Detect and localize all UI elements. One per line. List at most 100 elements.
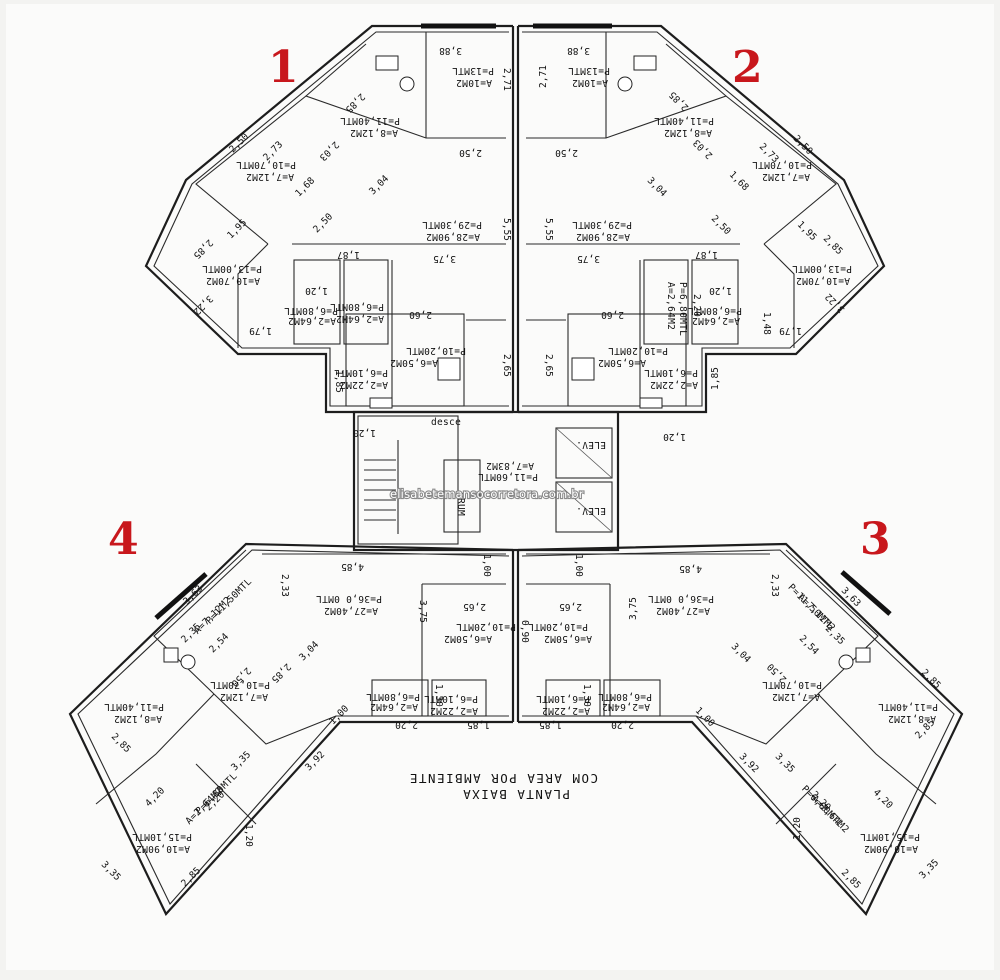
- unit-1-suite-area: A=8,12M2: [350, 127, 398, 138]
- unit-2-bath-perimeter: P=6,80MTL: [688, 305, 742, 316]
- dim-u-14b: 3,22: [823, 291, 847, 315]
- dim-l-4b: 1,00: [573, 554, 584, 577]
- dim-l-2: 2,33: [279, 574, 290, 597]
- unit-3-bed1-area: A=10,90M2: [864, 843, 918, 854]
- dim-u-10b: 2,50: [709, 213, 733, 237]
- dim-u-22b: 1,20: [663, 431, 686, 442]
- dim-u-3: 2,85: [343, 91, 367, 115]
- unit-4-suite-area: A=8,12M2: [114, 713, 162, 724]
- hall-area-label: A=7,83M2: [486, 460, 534, 471]
- dim-l-10b: 3,04: [729, 641, 753, 665]
- unit-2-wc-area: A=2,64M2: [665, 282, 676, 330]
- unit-4-bed1-perimeter: P=15,10MTL: [132, 831, 192, 842]
- unit-4-living-perimeter: P=36,0 0MTL: [316, 593, 382, 604]
- dim-u-2b: 2,71: [538, 65, 549, 88]
- unit-1-balcony-area: A=10M2: [456, 77, 492, 88]
- dim-l-15b: 3,92: [737, 751, 761, 775]
- unit-2-suite-perimeter: P=11,40MTL: [654, 115, 714, 126]
- dim-l-23b: 1,30: [581, 684, 592, 707]
- dim-u-4b: 2,03: [691, 137, 715, 161]
- unit-4-bed2-perimeter: P=10,70MTL: [210, 679, 270, 690]
- unit-2-suite-area: A=8,12M2: [664, 127, 712, 138]
- unit-3-bed2-perimeter: P=10,70MTL: [762, 679, 822, 690]
- dim-l-15: 3,92: [303, 749, 327, 773]
- stair-label: desce: [431, 417, 461, 428]
- hall-perimeter-label: P=11,60MTL: [478, 471, 538, 482]
- dim-l-1b: 4,85: [679, 563, 702, 574]
- unit-2-kitchen-area: A=6,50M2: [598, 357, 646, 368]
- unit-1-service-perimeter: P=6,10MTL: [334, 367, 388, 378]
- unit-2-bed2-perimeter: P=10,70MTL: [752, 159, 812, 170]
- floor-plan-sheet: desce ELEV. ELEV. A=7,83M2 P=11,60MTL PR…: [6, 4, 994, 970]
- unit-3-living-perimeter: P=36,0 0MTL: [648, 593, 714, 604]
- dim-l-1: 4,85: [341, 561, 364, 572]
- dim-u-8b: 1,68: [727, 169, 751, 193]
- unit-2-bed1-area: A=10,70M2: [796, 275, 850, 286]
- unit-2-balcony-area: A=10M2: [572, 77, 608, 88]
- dim-u-10: 2,50: [311, 211, 335, 235]
- unit-1-kitchen-area: A=6,50M2: [390, 357, 438, 368]
- watermark: elisabetemansocorretora.com.br: [390, 487, 584, 501]
- upper-wing-walls: [144, 23, 886, 414]
- dim-u-12: 1,95: [225, 217, 249, 241]
- unit-1-bath-area: A=2,64M2: [288, 315, 336, 326]
- unit-2-kitchen-perimeter: P=10,20MTL: [608, 345, 668, 356]
- unit-3-room-labels: A=27,40M2 P=36,0 0MTL A=6,50M2 P=10,20MT…: [528, 582, 938, 854]
- dim-l-24: 0,90: [519, 620, 530, 643]
- dim-u-19b: 2,60: [601, 309, 624, 320]
- unit-4-service-perimeter: P=6,10MTL: [424, 693, 478, 704]
- unit-3-bed2-area: A=7,12M2: [772, 691, 820, 702]
- unit-number-1: 1: [268, 42, 299, 93]
- dim-l-23: 1,30: [433, 684, 444, 707]
- dim-l-21b: 2,20: [611, 719, 634, 730]
- dim-l-2b: 2,33: [769, 574, 780, 597]
- dim-u-1: 3,88: [439, 45, 462, 56]
- unit-4-bed2-area: A=7,12M2: [220, 691, 268, 702]
- dim-u-15b: 1,79: [779, 325, 802, 336]
- dim-u-16: 1,87: [337, 249, 360, 260]
- dim-u-21: 1,85: [333, 370, 344, 393]
- dim-u-11: 5,55: [501, 218, 512, 241]
- dim-l-22: 1,85: [467, 719, 490, 730]
- dim-u-4: 2,03: [317, 139, 341, 163]
- dim-l-18: 1,20: [243, 824, 254, 847]
- unit-2-bed1-perimeter: P=13,00MTL: [792, 263, 852, 274]
- unit-2-bed2-area: A=7,12M2: [762, 171, 810, 182]
- unit-3-suite-area: A=8,12M2: [888, 713, 936, 724]
- caption-line-2: COM AREA POR AMBIENTE: [408, 771, 598, 786]
- dim-u-23: 2,20: [691, 294, 702, 317]
- dim-u-5b: 2,50: [555, 147, 578, 158]
- dim-l-17b: 4,20: [871, 787, 895, 811]
- dim-l-18b: 1,20: [792, 817, 803, 840]
- elevator-2-label: ELEV.: [576, 505, 606, 516]
- dim-u-13b: 2,85: [821, 233, 845, 257]
- dim-u-17: 3,75: [433, 253, 456, 264]
- dim-u-3b: 2,85: [667, 89, 691, 113]
- dim-u-22: 1,20: [353, 427, 376, 438]
- dim-u-13: 2,85: [191, 237, 215, 261]
- unit-1-living-perimeter: P=29,30MTL: [422, 219, 482, 230]
- floor-plan-drawing: desce ELEV. ELEV. A=7,83M2 P=11,60MTL PR…: [68, 23, 964, 916]
- dim-l-14: 3,35: [229, 749, 253, 773]
- unit-1-kitchen-perimeter: P=10,20MTL: [406, 345, 466, 356]
- dim-l-3: 3,75: [417, 600, 428, 623]
- dim-l-11b: 2,85: [919, 667, 943, 691]
- dim-l-7b: 2,35: [823, 623, 847, 647]
- dim-u-2: 2,71: [501, 68, 512, 91]
- unit-1-service-area: A=2,22M2: [340, 379, 388, 390]
- dim-u-18: 1,20: [305, 285, 328, 296]
- dim-u-20b: 2,65: [543, 354, 554, 377]
- lower-wing-walls: [68, 542, 964, 916]
- dim-l-13: 2,85: [109, 731, 133, 755]
- caption-line-1: PLANTA BAIXA: [462, 787, 570, 802]
- unit-4-room-labels: A=27,40M2 P=36,0 0MTL A=6,50M2 P=10,20MT…: [104, 576, 516, 854]
- dim-u-11b: 5,55: [543, 218, 554, 241]
- unit-3-kitchen-area: A=6,50M2: [544, 633, 592, 644]
- dim-l-8b: 2,54: [797, 633, 821, 657]
- unit-1-living-area: A=28,90M2: [426, 231, 480, 242]
- unit-2-living-area: A=28,90M2: [576, 231, 630, 242]
- unit-1-balcony-perimeter: P=13MTL: [452, 65, 494, 76]
- dim-l-19: 3,35: [99, 859, 123, 883]
- dim-u-24: 1,48: [761, 312, 772, 335]
- dim-l-19b: 3,35: [917, 857, 941, 881]
